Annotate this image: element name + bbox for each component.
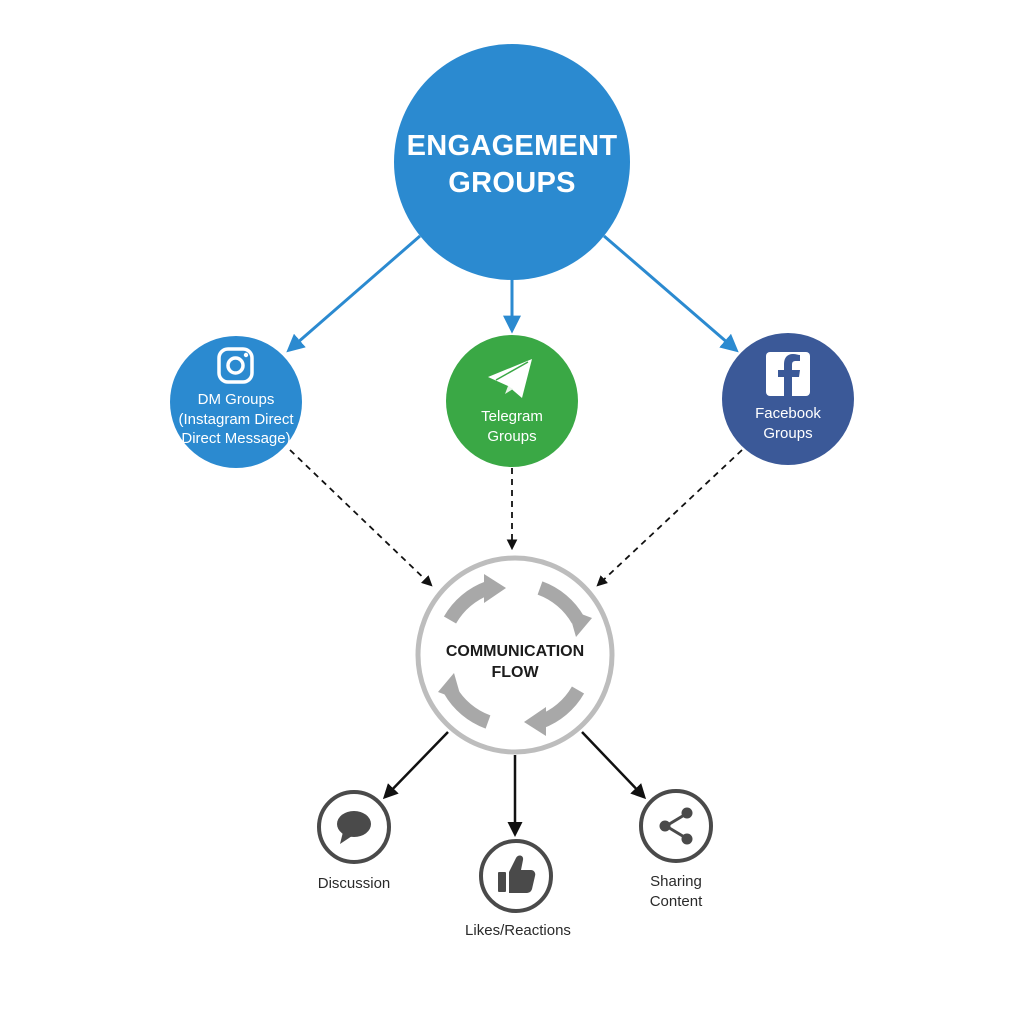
- platform-connectors: [289, 449, 743, 587]
- telegram-label-line-1: Telegram: [481, 408, 543, 425]
- action-connectors: [382, 731, 647, 837]
- telegram-circle: [446, 335, 578, 467]
- dm-label-line-1: DM Groups: [198, 391, 275, 408]
- sharing-circle: [639, 789, 713, 863]
- facebook-label-line-2: Groups: [763, 425, 812, 442]
- thumbs-up-icon: [498, 855, 536, 893]
- facebook-icon: [766, 352, 810, 396]
- share-icon: [659, 807, 693, 845]
- likes-label: Likes/Reactions: [465, 922, 571, 939]
- telegram-icon: [488, 359, 532, 398]
- dm-label-line-3: Direct Message): [181, 430, 290, 447]
- action-likes: Likes/Reactions: [465, 839, 571, 939]
- dm-label-line-2: (Instagram Direct: [178, 411, 294, 428]
- connector-flow-sharing: [581, 731, 647, 800]
- action-sharing: Sharing Content: [639, 789, 713, 910]
- communication-flow-node: COMMUNICATION FLOW: [415, 555, 615, 755]
- hub-circle: [394, 44, 630, 280]
- connector-hub-dm: [286, 234, 421, 353]
- connector-flow-discussion: [382, 731, 449, 800]
- facebook-circle: [722, 333, 854, 465]
- sharing-label-line-2: Content: [650, 893, 703, 910]
- action-discussion: Discussion: [317, 790, 391, 892]
- telegram-label-line-2: Groups: [487, 428, 536, 445]
- sharing-label-line-1: Sharing: [650, 873, 702, 890]
- instagram-icon: [217, 347, 254, 384]
- dm-circle: [170, 336, 302, 468]
- platform-node-telegram: Telegram Groups: [446, 335, 578, 467]
- flow-title-line-2: FLOW: [491, 664, 539, 681]
- connector-dm-flow: [289, 449, 433, 587]
- hub-node: ENGAGEMENT GROUPS: [394, 44, 630, 280]
- flow-title-line-1: COMMUNICATION: [446, 643, 584, 660]
- speech-bubble-icon: [337, 811, 371, 844]
- facebook-label-line-1: Facebook: [755, 405, 821, 422]
- hub-title-line-1: ENGAGEMENT: [407, 130, 618, 162]
- platform-node-dm: DM Groups (Instagram Direct Direct Messa…: [170, 336, 302, 468]
- hub-connectors: [286, 234, 739, 353]
- discussion-label: Discussion: [318, 875, 391, 892]
- connector-facebook-flow: [596, 449, 743, 587]
- platform-node-facebook: Facebook Groups: [722, 333, 854, 465]
- hub-title-line-2: GROUPS: [448, 167, 576, 199]
- cycle-arrow-heads: [438, 574, 592, 736]
- connector-hub-facebook: [603, 234, 739, 353]
